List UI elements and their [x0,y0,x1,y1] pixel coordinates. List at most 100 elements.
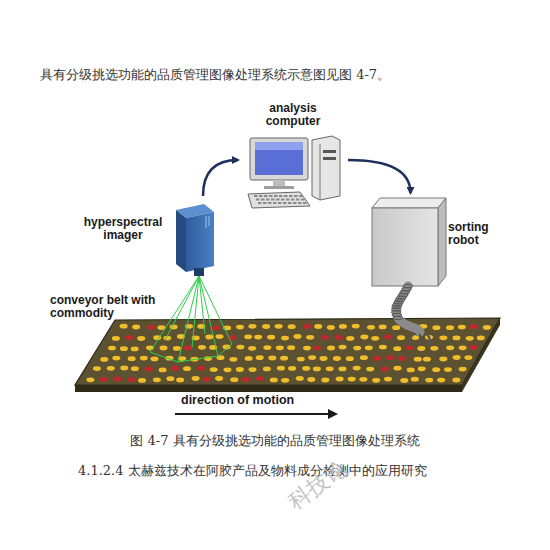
commodity-dot [359,377,367,382]
commodity-dot [263,345,271,350]
component-label: analysis computer [254,102,332,128]
commodity-dot [353,366,361,371]
commodity-dot [263,367,271,372]
commodity-dot [379,325,387,330]
key [301,199,305,201]
commodity-dot [453,336,461,341]
commodity-dot [339,367,347,372]
commodity-dot [469,345,477,350]
commodity-dot [458,325,466,330]
commodity-dot [446,325,454,330]
commodity-dot [256,376,264,381]
commodity-dot [326,366,334,371]
motion-arrow [175,409,338,419]
commodity-dot [360,355,368,360]
key [274,195,278,197]
commodity-dot [339,324,347,329]
commodity-dot [353,346,361,351]
commodity-dot [128,377,136,382]
commodity-dot [242,377,250,382]
intro-text: 具有分级挑选功能的品质管理图像处理系统示意图见图 4-7。 [40,66,390,84]
commodity-dot [400,378,408,383]
commodity-dot [281,336,289,341]
commodity-dot [125,335,133,340]
commodity-dot [132,325,140,330]
commodity-dot [430,346,438,351]
commodity-dot [459,345,467,350]
commodity-dot [303,324,311,329]
commodity-dot [466,336,474,341]
commodity-dot [418,366,426,371]
key [278,202,282,204]
component-node: sorting robot [365,195,500,290]
commodity-dot [262,324,270,329]
commodity-dot [314,324,322,329]
commodity-dot [86,377,94,382]
commodity-dot [166,376,174,381]
commodity-dot [348,377,356,382]
commodity-dot [432,367,440,372]
commodity-dot [365,345,373,350]
commodity-dot [384,377,392,382]
commodity-dot [381,367,389,372]
commodity-dot [192,376,200,381]
commodity-dot [198,345,206,350]
key [279,195,283,197]
commodity-dot [346,356,354,361]
commodity-dot [414,357,422,362]
commodity-dot [477,336,485,341]
commodity-dot [249,367,257,372]
key [266,199,270,201]
commodity-dot [407,368,415,373]
commodity-dot [267,335,275,340]
beam-line [199,276,218,356]
key [289,195,293,197]
commodity-dot [352,324,360,329]
commodity-dot [393,346,401,351]
commodity-dot [459,367,467,372]
commodity-dot [333,356,341,361]
commodity-dot [244,334,252,339]
beam-line [150,276,199,352]
commodity-dot [173,346,181,351]
commodity-dot [176,378,184,383]
commodity-dot [151,357,159,362]
commodity-dot [360,335,368,340]
figure-caption: 图 4-7 具有分级挑选功能的品质管理图像处理系统 [130,432,419,450]
commodity-dot [307,377,315,382]
commodity-dot [303,346,311,351]
key [298,202,302,204]
key [288,202,292,204]
commodity-dot [210,367,218,372]
key [286,199,290,201]
commodity-dot [131,366,139,371]
commodity-dot [112,336,120,341]
commodity-dot [120,324,128,329]
key [303,202,307,204]
commodity-dot [446,345,454,350]
beam-line [192,276,199,348]
key [283,202,287,204]
flow-arrow [348,160,411,193]
commodity-dot [230,377,238,382]
commodity-dot [444,367,452,372]
key [268,202,272,204]
key [263,202,267,204]
commodity-dot [112,356,120,361]
commodity-dot [270,378,278,383]
robot-icon [372,198,446,346]
commodity-dot [366,367,374,372]
commodity-dot [268,356,276,361]
beam-line [150,344,232,362]
key [281,199,285,201]
commodity-dot [297,357,305,362]
commodity-dot [107,366,115,371]
commodity-dot [470,324,478,329]
commodity-dot [128,356,136,361]
component-label: conveyor belt with commodity [50,294,162,320]
commodity-dot [100,357,108,362]
commodity-dot [138,378,146,383]
commodity-dot [120,366,128,371]
arm-coil [393,316,403,319]
commodity-dot [216,334,224,339]
